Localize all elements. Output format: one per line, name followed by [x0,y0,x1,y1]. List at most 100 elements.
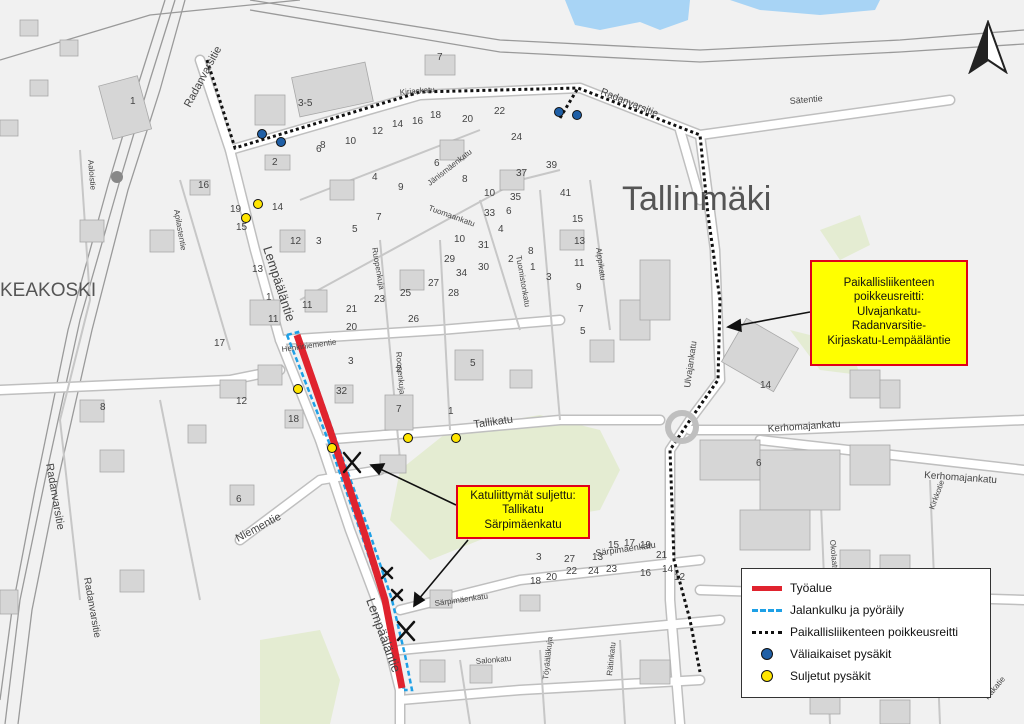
house-number: 1 [130,96,136,107]
house-number: 26 [408,314,420,325]
house-number: 1 [530,262,536,273]
house-number: 15 [572,214,584,225]
house-number: 9 [398,182,404,193]
house-number: 12 [236,396,248,407]
house-number: 8 [462,174,468,185]
work-area-swatch [752,585,782,591]
house-number: 21 [656,550,668,561]
house-number: 2 [508,254,514,265]
house-number: 16 [640,568,652,579]
pedestrian-swatch [752,608,782,612]
house-number: 8 [320,140,326,151]
house-number: 1 [448,406,454,417]
legend-label: Työalue [790,581,833,595]
house-number: 21 [346,304,358,315]
callout-line: Radanvarsitie- [851,320,927,333]
house-number: 18 [288,414,300,425]
house-number: 11 [268,314,279,325]
house-number: 6 [236,494,242,505]
house-number: 20 [546,572,558,583]
house-number: 7 [396,404,402,415]
temporary-stop-swatch [761,648,773,660]
closed-stop [293,384,303,394]
house-number: 12 [290,236,302,247]
house-number: 27 [564,554,576,565]
house-number: 14 [392,119,404,130]
house-number: 10 [345,136,357,147]
house-number: 11 [574,258,585,269]
house-number: 32 [336,386,348,397]
temporary-stop [572,110,582,120]
house-number: 33 [484,208,496,219]
pedestrian-route-2 [286,330,414,692]
house-number: 28 [448,288,460,299]
house-number: 16 [412,116,424,127]
house-number: 6 [316,144,322,155]
closed-stops [241,199,461,453]
house-number: 31 [478,240,490,251]
lake-right [730,0,880,15]
detour-route [205,59,722,673]
house-number: 3 [546,272,552,283]
house-number: 11 [302,300,313,311]
callout-line: Paikallisliikenteen [843,277,935,289]
legend-label: Jalankulku ja pyöräily [790,603,905,617]
legend-item-closed-stops: Suljetut pysäkit [750,665,871,687]
temporary-stops [257,107,582,147]
house-number: 4 [372,172,378,183]
street-label: Kerhomajankatu [924,470,997,486]
legend-label: Väliaikaiset pysäkit [790,647,892,661]
callout-line: poikkeusreitti: [853,291,925,304]
map-legend: Työalue Jalankulku ja pyöräily Paikallis… [741,568,991,698]
house-number: 12 [372,126,384,137]
house-number: 7 [437,52,443,63]
house-number: 7 [376,212,382,223]
house-number: 6 [506,206,512,217]
house-number: 3 [348,356,354,367]
house-number: 13 [592,552,604,563]
house-number: 3-5 [298,98,313,109]
street-label: Kerhomajankatu [767,419,840,435]
house-number: 19 [230,204,242,215]
house-number: 3 [316,236,322,247]
house-number: 22 [566,566,578,577]
callout-line: Katuliittymät suljettu: [470,490,576,502]
street-label: Sätentie [789,93,823,106]
temporary-stop [257,129,267,139]
house-number: 15 [608,540,620,551]
house-number: 17 [214,338,226,349]
house-number: 24 [588,566,600,577]
closed-stop [241,213,251,223]
legend-item-pedestrian: Jalankulku ja pyöräily [750,599,904,621]
street-label: Rätinkatu [605,642,617,677]
house-number: 22 [494,106,506,117]
closed-stop [327,443,337,453]
house-number: 5 [470,358,476,369]
district-label: Tallinmäki [622,180,771,218]
house-number: 6 [756,458,762,469]
house-number: 8 [100,402,106,413]
house-number: 1 [266,292,272,303]
house-number: 18 [430,110,442,121]
house-number: 7 [578,304,584,315]
detour-callout: Paikallisliikenteen poikkeusreitti: Ulva… [810,260,968,366]
detour-swatch [752,630,782,634]
house-number: 14 [662,564,674,575]
house-number: 35 [510,192,522,203]
house-number: 10 [484,188,496,199]
house-number: 41 [560,188,572,199]
house-number: 16 [198,180,210,191]
legend-item-temporary-stops: Väliaikaiset pysäkit [750,643,891,665]
street-label: Tallikatu [473,414,514,431]
park-area-3 [820,215,870,260]
legend-item-work-area: Työalue [750,577,832,599]
temporary-stop [276,137,286,147]
legend-label: Paikallisliikenteen poikkeusreitti [790,625,959,639]
closed-junctions-callout: Katuliittymät suljettu: Tallikatu Särpim… [456,485,590,539]
house-number: 17 [624,538,636,549]
house-number: 18 [530,576,542,587]
house-number: 37 [516,168,528,179]
work-area [293,333,406,689]
closed-stop [451,433,461,443]
street-label: Aaloistie [86,159,98,190]
